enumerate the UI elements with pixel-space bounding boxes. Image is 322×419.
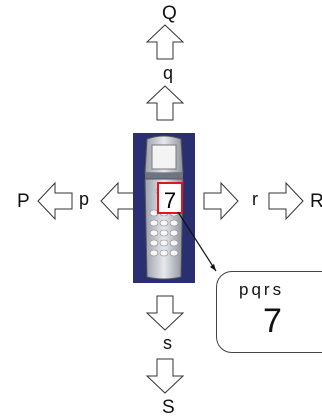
arrow-right-inner-icon <box>203 181 239 221</box>
arrow-left-outer-icon <box>37 181 73 221</box>
selected-key-digit: 7 <box>163 188 177 213</box>
label-down-outer: S <box>162 397 175 418</box>
arrow-right-outer-icon <box>268 181 304 221</box>
label-up-outer: Q <box>162 3 177 24</box>
label-up-inner: q <box>163 63 174 83</box>
label-left-inner: p <box>79 189 90 209</box>
arrow-down-outer-icon <box>145 358 185 394</box>
arrow-down-inner-icon <box>145 295 185 331</box>
selected-key-highlight: 7 <box>157 182 183 214</box>
label-down-inner: s <box>163 333 172 353</box>
callout-letters: pqrs <box>239 280 285 299</box>
arrow-up-inner-icon <box>145 85 185 121</box>
label-right-outer: R <box>310 191 322 212</box>
arrow-up-outer-icon <box>145 24 185 60</box>
callout-digit: 7 <box>263 302 282 340</box>
label-right-inner: r <box>252 189 258 209</box>
key-callout: pqrs 7 <box>216 271 322 353</box>
label-left-outer: P <box>17 191 30 212</box>
